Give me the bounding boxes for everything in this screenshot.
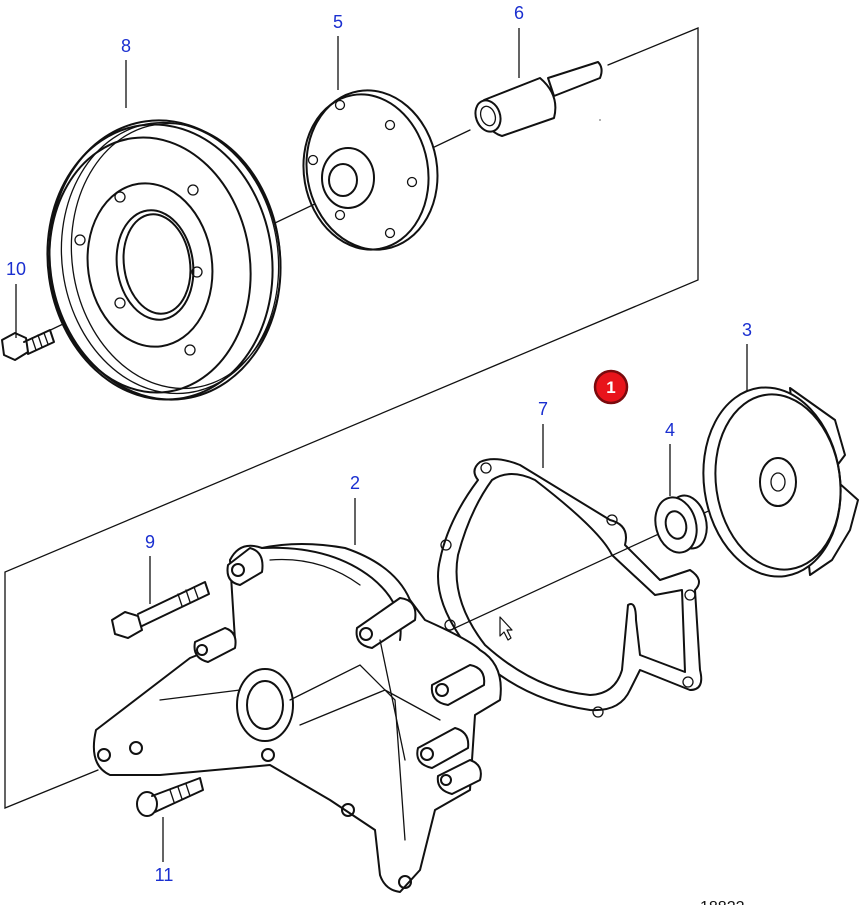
bolt-part-9[interactable] xyxy=(111,581,210,639)
impeller-part-3[interactable] xyxy=(691,378,859,585)
pump-housing-part-2[interactable] xyxy=(92,543,502,893)
hub-flange-part-5[interactable] xyxy=(291,80,450,260)
drawing-number: 18822 xyxy=(700,899,745,905)
callout-11: 11 xyxy=(155,865,174,885)
callout-8: 8 xyxy=(121,36,131,56)
bolt-part-11[interactable] xyxy=(136,777,204,817)
callout-6: 6 xyxy=(514,3,524,23)
callout-5: 5 xyxy=(333,12,343,32)
svg-text:1: 1 xyxy=(606,378,615,397)
leader-lines xyxy=(15,28,748,862)
callout-7: 7 xyxy=(538,399,548,419)
pump-shaft-part-6[interactable] xyxy=(471,61,603,137)
callout-labels: 8 5 6 10 3 4 7 2 9 11 xyxy=(6,3,752,885)
item-badge-1[interactable]: 1 xyxy=(593,369,629,405)
assembly-frame xyxy=(4,27,699,809)
pulley-part-8[interactable] xyxy=(30,105,298,414)
callout-10: 10 xyxy=(6,259,26,279)
callout-9: 9 xyxy=(145,532,155,552)
callout-2: 2 xyxy=(350,473,360,493)
callout-3: 3 xyxy=(742,320,752,340)
seal-part-4[interactable] xyxy=(649,491,712,557)
gasket-part-7[interactable] xyxy=(437,458,703,718)
arrow-cursor-icon xyxy=(499,616,513,641)
callout-4: 4 xyxy=(665,420,675,440)
bolt-part-10[interactable] xyxy=(1,329,55,361)
